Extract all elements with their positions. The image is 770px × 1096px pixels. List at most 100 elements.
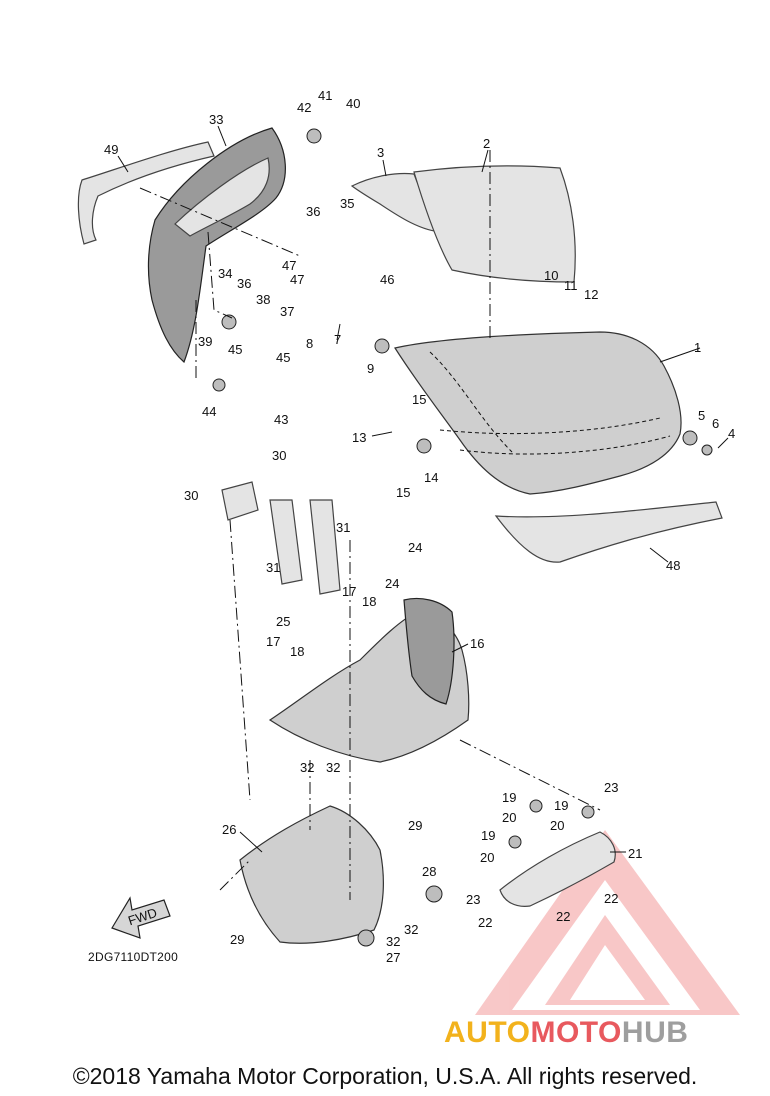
callouts: 1 2 3 4 5 6 7 8 9 10 11 12 13 14 15 15 1…	[104, 88, 735, 965]
callout-32d: 32	[386, 934, 400, 949]
callout-22b: 22	[556, 909, 570, 924]
callout-22a: 22	[604, 891, 618, 906]
part-48-decal	[494, 501, 723, 563]
callout-16: 16	[470, 636, 484, 651]
callout-21: 21	[628, 846, 642, 861]
callout-12: 12	[584, 287, 598, 302]
callout-6: 6	[712, 416, 719, 431]
watermark-moto: MOTO	[530, 1016, 622, 1049]
callout-26: 26	[222, 822, 236, 837]
part-49-decal	[77, 141, 215, 245]
watermark-auto: AUTO	[444, 1016, 531, 1049]
callout-19a: 19	[502, 790, 516, 805]
part-31-strap-2	[309, 499, 341, 595]
callout-15b: 15	[396, 485, 410, 500]
callout-47b: 47	[290, 272, 304, 287]
callout-31b: 31	[266, 560, 280, 575]
callout-24a: 24	[408, 540, 422, 555]
callout-45b: 45	[276, 350, 290, 365]
nut-19b	[581, 805, 595, 819]
callout-22c: 22	[478, 915, 492, 930]
callout-17b: 17	[266, 634, 280, 649]
callout-2: 2	[483, 136, 490, 151]
callout-39: 39	[198, 334, 212, 349]
callout-44: 44	[202, 404, 216, 419]
callout-36a: 36	[306, 204, 320, 219]
callout-24b: 24	[385, 576, 399, 591]
callout-20b: 20	[550, 818, 564, 833]
callout-27: 27	[386, 950, 400, 965]
washer-44	[212, 378, 226, 392]
callout-36b: 36	[237, 276, 251, 291]
callout-18a: 18	[362, 594, 376, 609]
callout-18b: 18	[290, 644, 304, 659]
callout-32a: 32	[300, 760, 314, 775]
watermark-text: AUTOMOTOHUB	[444, 1016, 688, 1050]
callout-40: 40	[346, 96, 360, 111]
part-31-strap	[269, 499, 303, 585]
washer-27	[357, 929, 375, 947]
callout-25: 25	[276, 614, 290, 629]
washer-5	[682, 430, 698, 446]
fwd-arrow-icon: FWD	[111, 896, 171, 939]
callout-48: 48	[666, 558, 680, 573]
part-21-bracket	[499, 831, 616, 907]
washer-9	[374, 338, 390, 354]
callout-28: 28	[422, 864, 436, 879]
callout-20c: 20	[480, 850, 494, 865]
callout-42: 42	[297, 100, 311, 115]
callout-4: 4	[728, 426, 735, 441]
part-30-clip	[221, 481, 259, 521]
callout-10: 10	[544, 268, 558, 283]
callout-46: 46	[380, 272, 394, 287]
callout-17a: 17	[342, 584, 356, 599]
callout-8: 8	[306, 336, 313, 351]
callout-37: 37	[280, 304, 294, 319]
callout-20a: 20	[502, 810, 516, 825]
callout-45a: 45	[228, 342, 242, 357]
part-26-frame	[239, 805, 384, 944]
callout-11: 11	[564, 278, 578, 293]
part-code: 2DG7110DT200	[88, 950, 179, 964]
callout-13: 13	[352, 430, 366, 445]
nut-19c	[508, 835, 522, 849]
washer-14	[416, 438, 432, 454]
watermark-hub: HUB	[621, 1016, 689, 1049]
callout-15a: 15	[412, 392, 426, 407]
nut-19a	[529, 799, 543, 813]
washer-39	[221, 314, 237, 330]
callout-7: 7	[334, 332, 341, 347]
part-2-upper-panel	[413, 165, 576, 283]
callout-1: 1	[694, 340, 701, 355]
callout-43: 43	[274, 412, 288, 427]
callout-38: 38	[256, 292, 270, 307]
washer-28	[425, 885, 443, 903]
callout-3: 3	[377, 145, 384, 160]
callout-47a: 47	[282, 258, 296, 273]
callout-35: 35	[340, 196, 354, 211]
callout-9: 9	[367, 361, 374, 376]
washer-6	[701, 444, 713, 456]
callout-19b: 19	[554, 798, 568, 813]
callout-32c: 32	[404, 922, 418, 937]
callout-49: 49	[104, 142, 118, 157]
callout-23a: 23	[604, 780, 618, 795]
callout-32b: 32	[326, 760, 340, 775]
watermark-logo-icon	[475, 830, 740, 1015]
callout-14: 14	[424, 470, 438, 485]
callout-31a: 31	[336, 520, 350, 535]
callout-41: 41	[318, 88, 332, 103]
callout-5: 5	[698, 408, 705, 423]
washer-42	[306, 128, 322, 144]
callout-23b: 23	[466, 892, 480, 907]
callout-33: 33	[209, 112, 223, 127]
part-1-main-cover	[394, 331, 682, 495]
copyright-notice: ©2018 Yamaha Motor Corporation, U.S.A. A…	[72, 1063, 698, 1089]
callout-19c: 19	[481, 828, 495, 843]
callout-30a: 30	[272, 448, 286, 463]
callout-30b: 30	[184, 488, 198, 503]
callout-29b: 29	[230, 932, 244, 947]
callout-29a: 29	[408, 818, 422, 833]
callout-34: 34	[218, 266, 232, 281]
